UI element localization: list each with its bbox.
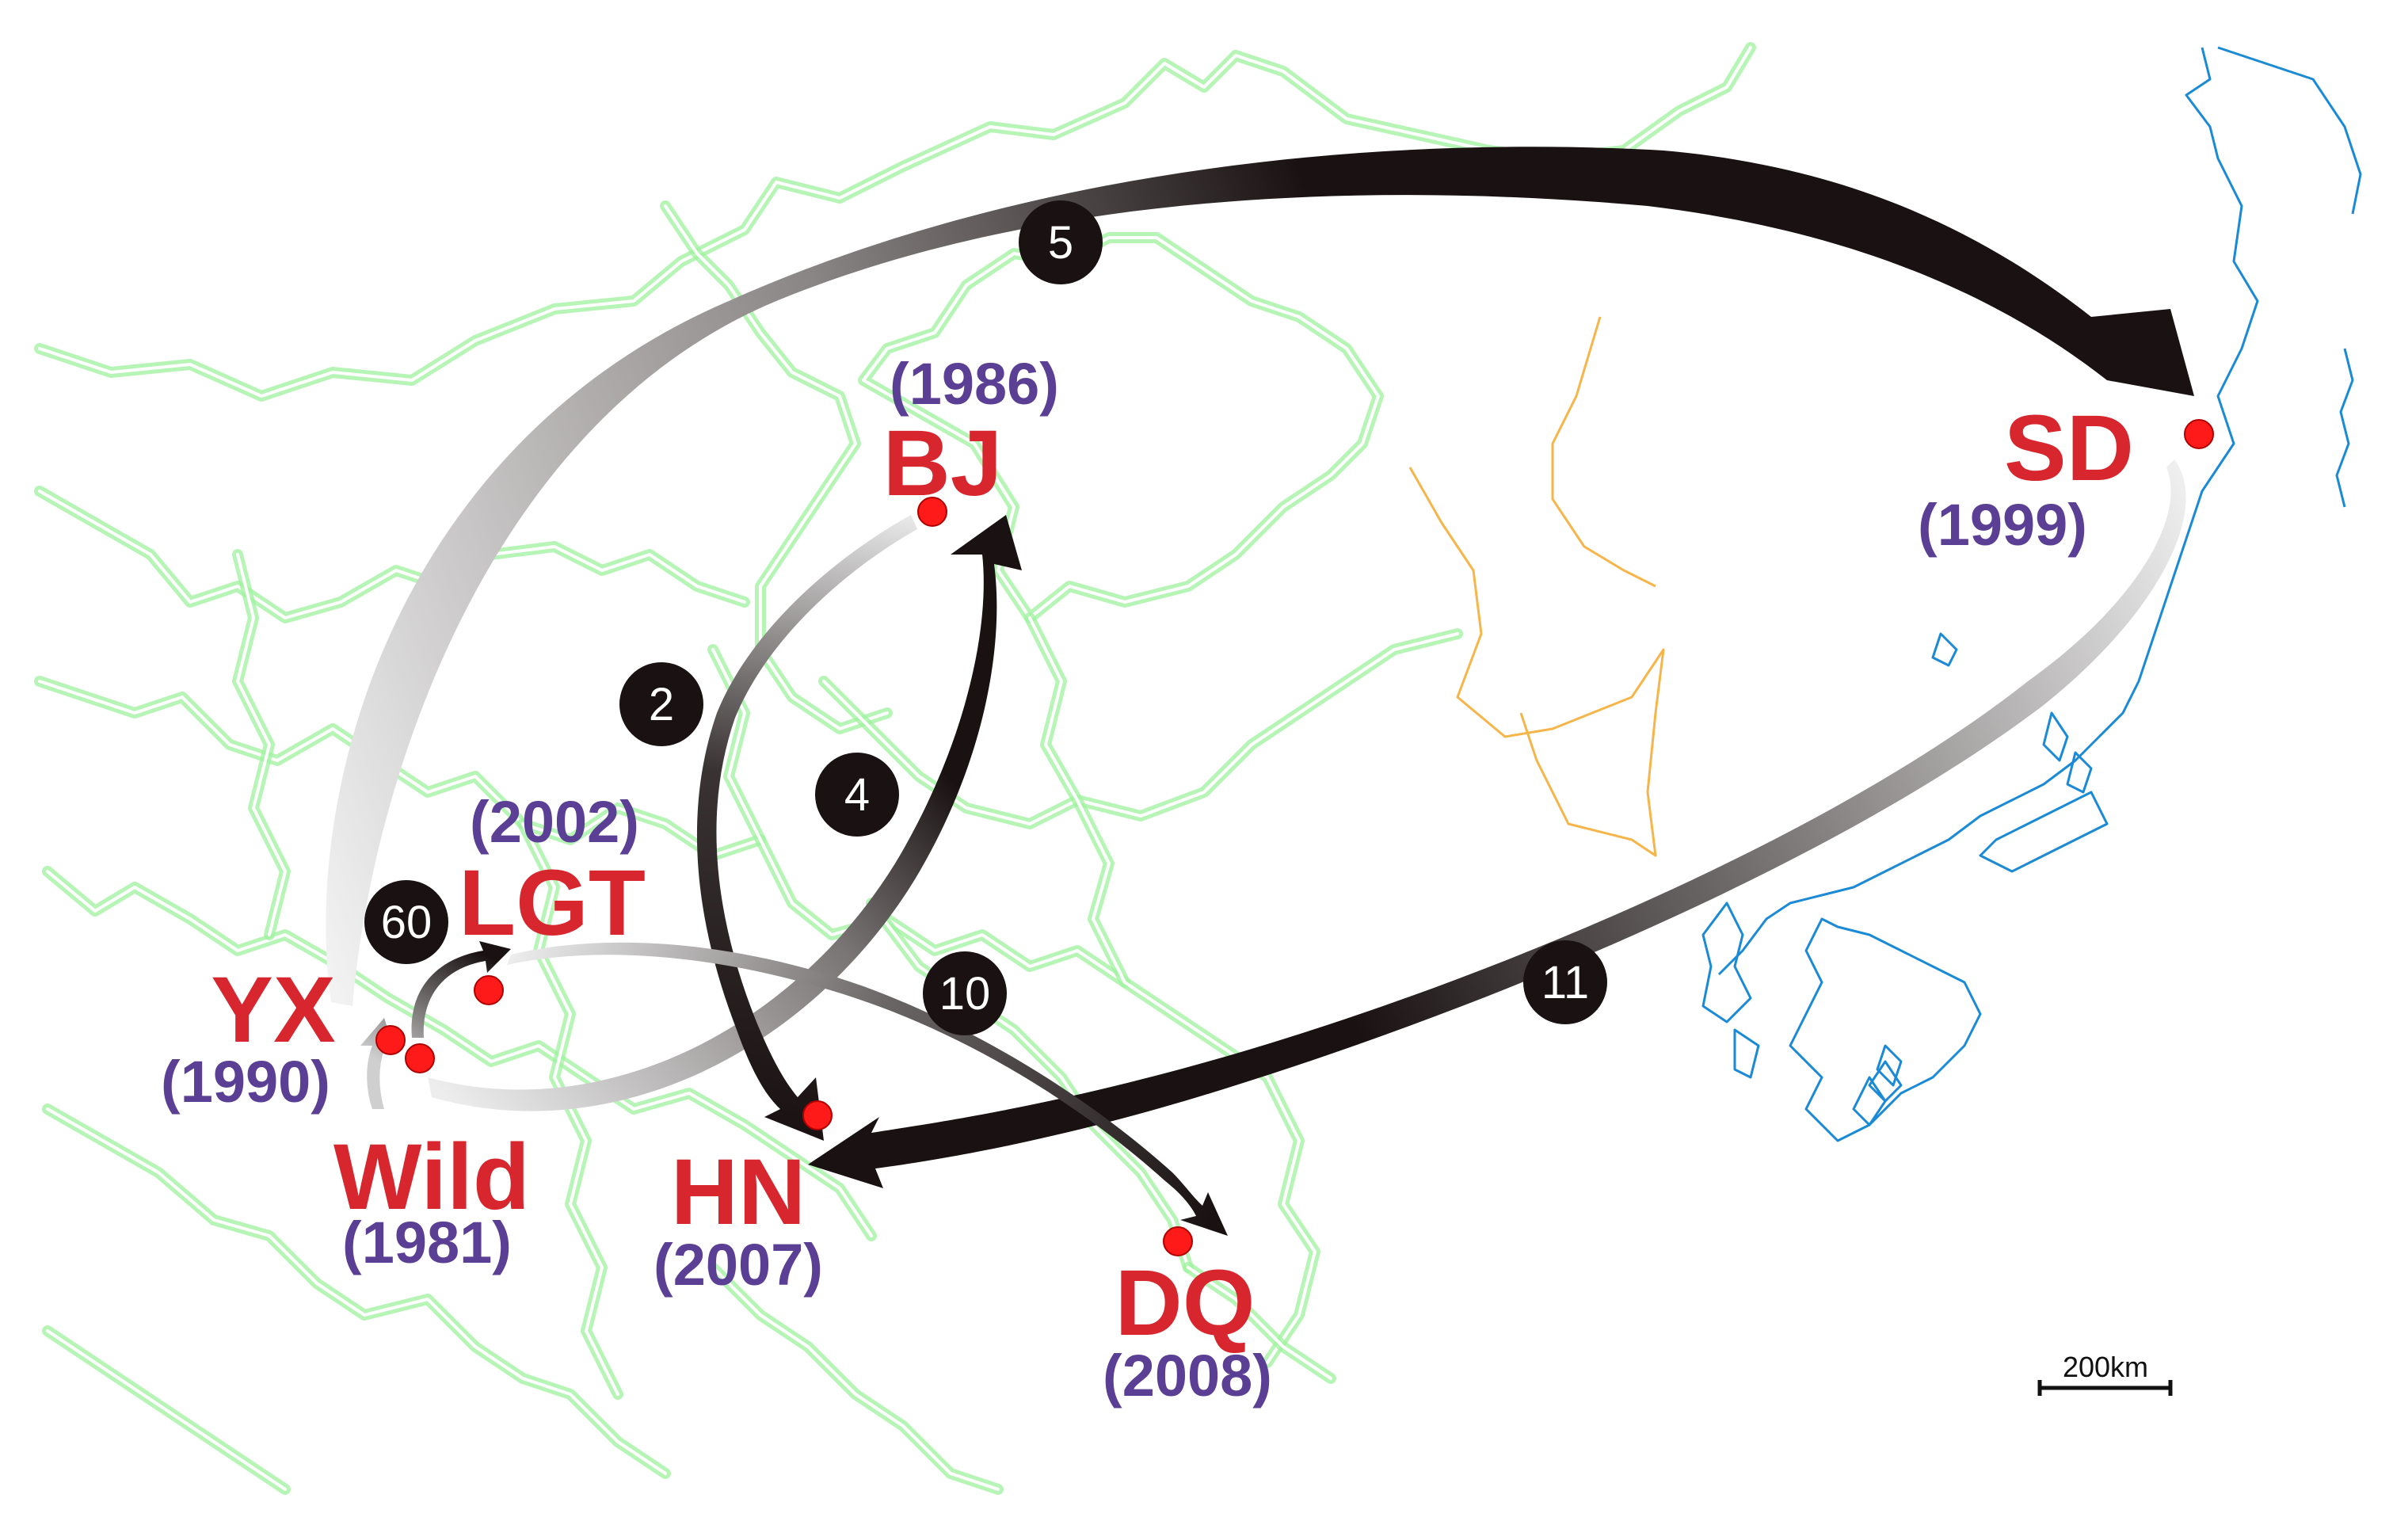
site-label-hn: HN bbox=[671, 1140, 806, 1245]
svg-text:60: 60 bbox=[381, 897, 432, 948]
svg-text:2: 2 bbox=[649, 679, 674, 730]
site-label-sd: SD bbox=[2004, 396, 2134, 501]
count-badge-sd-hn: 11 bbox=[1523, 940, 1607, 1024]
site-marker-hn bbox=[802, 1100, 833, 1130]
flow-arrow-bj-hn bbox=[696, 515, 917, 1141]
scale-bar-label: 200km bbox=[2063, 1351, 2148, 1383]
flow-arrow-lgt-dq bbox=[507, 942, 1228, 1236]
site-marker-dq bbox=[1163, 1226, 1193, 1256]
province-borders bbox=[34, 42, 1756, 1495]
svg-text:4: 4 bbox=[844, 769, 870, 821]
migration-arrows bbox=[326, 147, 2194, 1236]
count-badge-yx-sd: 5 bbox=[1019, 200, 1103, 284]
year-label-sd: (1999) bbox=[1918, 492, 2087, 558]
flow-counts: 5 2 4 60 10 11 bbox=[364, 200, 1607, 1035]
scale-bar: 200km bbox=[2037, 1351, 2173, 1396]
count-badge-yx-bj: 4 bbox=[815, 753, 899, 837]
site-label-yx: YX bbox=[211, 958, 335, 1062]
site-marker-wild bbox=[405, 1043, 435, 1073]
svg-text:11: 11 bbox=[1541, 957, 1589, 1008]
site-label-lgt: LGT bbox=[459, 851, 646, 955]
svg-text:10: 10 bbox=[939, 968, 991, 1020]
coastline bbox=[1701, 46, 2362, 1142]
year-label-wild: (1981) bbox=[342, 1210, 512, 1275]
year-label-yx: (1990) bbox=[161, 1049, 330, 1115]
flow-arrow-wild-lgt bbox=[411, 941, 511, 1038]
site-marker-lgt bbox=[474, 975, 504, 1005]
count-badge-wild-lgt: 60 bbox=[364, 880, 448, 964]
site-marker-sd bbox=[2184, 419, 2214, 449]
svg-text:5: 5 bbox=[1048, 217, 1073, 269]
site-marker-bj bbox=[917, 497, 947, 527]
site-labels: (1986) BJ SD (1999) (2002) LGT YX (1990)… bbox=[161, 351, 2134, 1408]
count-badge-bj-hn: 2 bbox=[619, 662, 703, 746]
site-label-wild: Wild bbox=[333, 1125, 530, 1229]
site-label-dq: DQ bbox=[1115, 1251, 1256, 1355]
orange-region-border bbox=[1408, 316, 1665, 857]
scale-bar-line bbox=[2037, 1380, 2173, 1396]
year-label-hn: (2007) bbox=[654, 1232, 823, 1298]
year-label-lgt: (2002) bbox=[470, 789, 639, 855]
year-label-dq: (2008) bbox=[1103, 1343, 1272, 1408]
count-badge-lgt-dq: 10 bbox=[923, 951, 1007, 1035]
year-label-bj: (1986) bbox=[890, 351, 1059, 417]
site-marker-yx bbox=[375, 1025, 406, 1055]
site-label-bj: BJ bbox=[883, 411, 1003, 516]
site-markers bbox=[375, 419, 2214, 1256]
